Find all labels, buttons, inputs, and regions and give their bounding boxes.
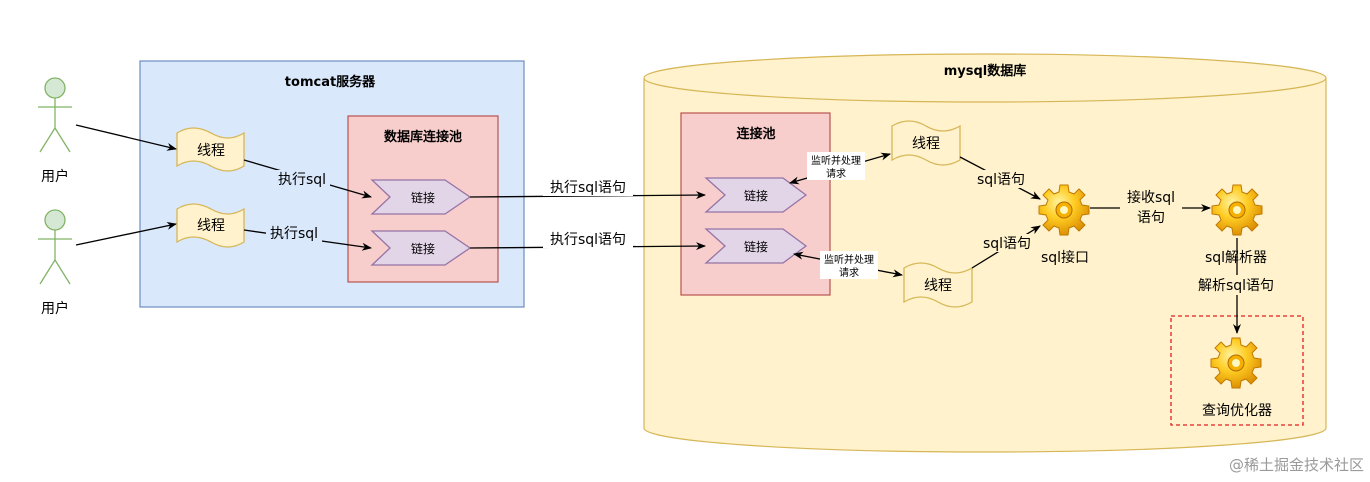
edge-label-exec-sql: 执行sql	[270, 226, 318, 242]
mysql-link-label: 链接	[744, 188, 768, 203]
edge-label-listen-line1: 监听并处理	[824, 253, 874, 266]
mysql-link-shape	[704, 177, 808, 213]
gear-icon	[1210, 337, 1262, 389]
tomcat-link-label: 链接	[411, 241, 435, 256]
user-label: 用户	[41, 168, 69, 185]
tomcat-thread-label: 线程	[197, 218, 225, 234]
edge-label-receive-sql-line2: 语句	[1137, 210, 1165, 226]
mysql-thread-label: 线程	[924, 278, 952, 294]
edge-label-exec-sql-statement: 执行sql语句	[550, 232, 626, 248]
tomcat-thread-label: 线程	[197, 143, 225, 159]
user-icon	[38, 77, 72, 153]
edge-label-sql-statement: sql语句	[977, 172, 1025, 188]
mysql-link-shape	[704, 228, 808, 264]
tomcat-connection-pool-title: 数据库连接池	[384, 129, 462, 145]
tomcat-thread-shape	[176, 203, 245, 248]
tomcat-link-shape	[370, 230, 472, 266]
gear-icon	[1038, 184, 1090, 236]
query-optimizer-label: 查询优化器	[1202, 403, 1272, 419]
sql-interface-label: sql接口	[1041, 249, 1089, 266]
tomcat-link-label: 链接	[411, 190, 435, 205]
sql-parser-label: sql解析器	[1205, 250, 1267, 266]
user-icon	[38, 209, 72, 285]
user-label: 用户	[41, 300, 69, 317]
edge-label-sql-statement: sql语句	[983, 236, 1031, 252]
mysql-database-title: mysql数据库	[944, 63, 1027, 79]
edge-label-receive-sql-line1: 接收sql	[1127, 189, 1175, 206]
edge-label-listen-line1: 监听并处理	[811, 154, 861, 167]
watermark: @稀土掘金技术社区	[1229, 456, 1364, 474]
mysql-link-label: 链接	[744, 239, 768, 254]
tomcat-link-shape	[370, 179, 472, 215]
edge-label-exec-sql-statement: 执行sql语句	[550, 180, 626, 196]
edge-label-listen-line2: 请求	[839, 266, 859, 279]
mysql-thread-shape	[903, 262, 973, 308]
edge-label-exec-sql: 执行sql	[278, 172, 326, 188]
edge-label-listen-line2: 请求	[826, 167, 846, 180]
edge-label-parse-sql: 解析sql语句	[1198, 278, 1274, 294]
mysql-connection-pool-title: 连接池	[736, 126, 775, 142]
tomcat-thread-shape	[176, 127, 245, 172]
mysql-thread-shape	[891, 120, 961, 166]
mysql-thread-label: 线程	[912, 136, 940, 152]
gear-icon	[1211, 184, 1263, 236]
edge-user2-thread2	[75, 221, 177, 246]
edge-user1-thread1	[75, 124, 177, 151]
tomcat-server-title: tomcat服务器	[285, 74, 376, 90]
